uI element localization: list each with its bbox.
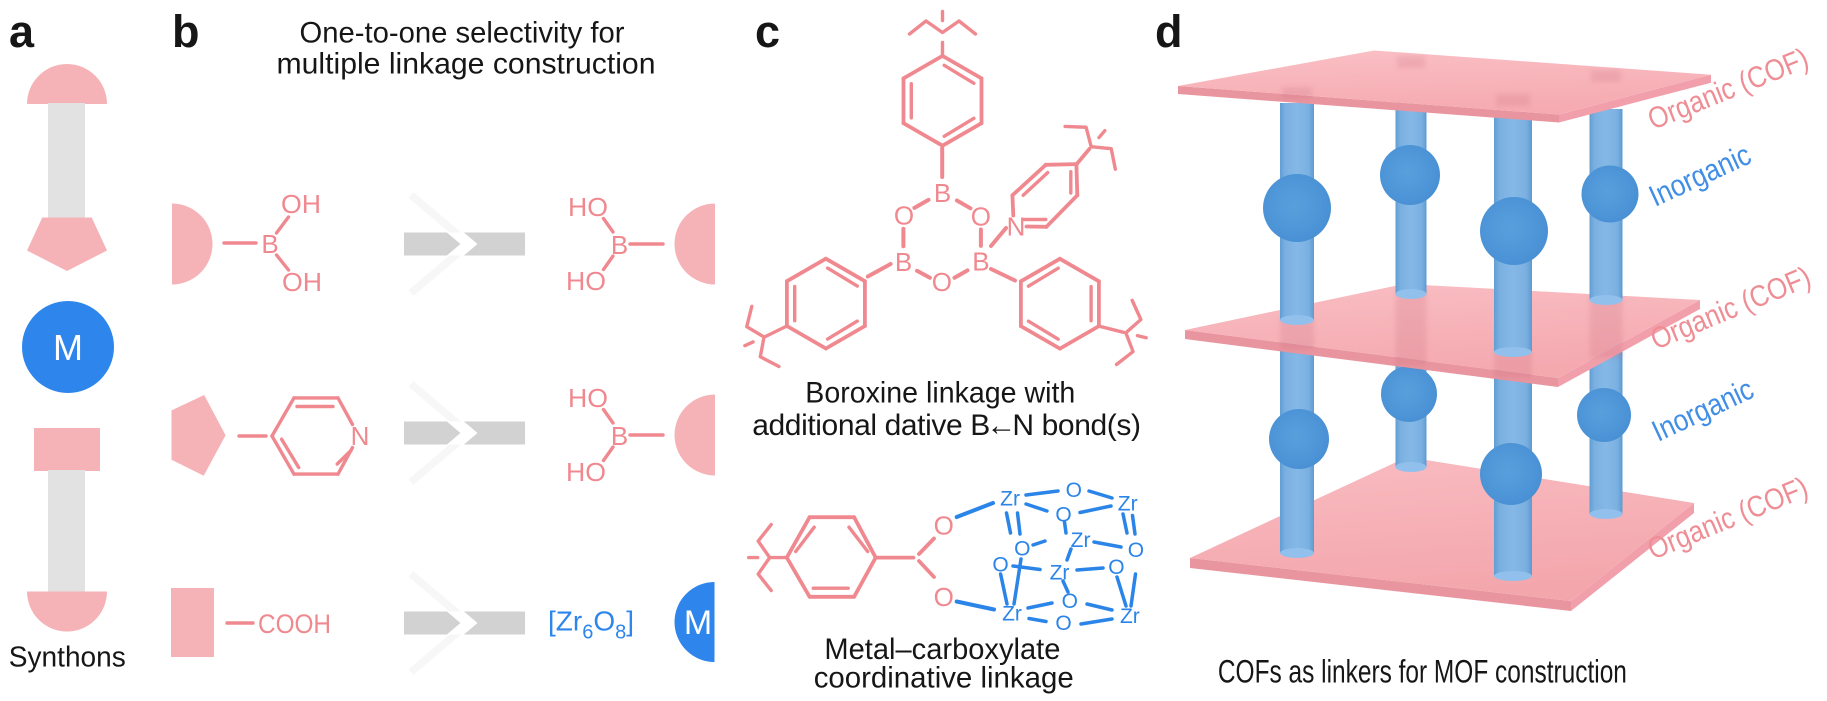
svg-text:O: O xyxy=(992,553,1008,576)
svg-text:HO: HO xyxy=(566,457,606,487)
svg-text:Zr: Zr xyxy=(1071,529,1091,552)
svg-text:O: O xyxy=(1055,504,1071,527)
svg-text:b: b xyxy=(172,6,200,57)
svg-text:B: B xyxy=(611,421,628,451)
svg-text:O: O xyxy=(1055,612,1071,635)
svg-text:Zr: Zr xyxy=(1000,487,1020,510)
svg-text:O: O xyxy=(1014,538,1030,561)
svg-text:Zr: Zr xyxy=(1002,603,1022,626)
svg-text:O: O xyxy=(1128,539,1144,562)
svg-text:additional dative B←N bond(s): additional dative B←N bond(s) xyxy=(752,409,1140,442)
svg-text:OH: OH xyxy=(281,189,321,219)
svg-text:Boroxine linkage with: Boroxine linkage with xyxy=(805,377,1075,410)
svg-text:B: B xyxy=(934,178,951,208)
svg-text:O: O xyxy=(1062,590,1078,613)
svg-text:O: O xyxy=(934,511,954,541)
svg-text:B: B xyxy=(611,230,628,260)
svg-text:M: M xyxy=(684,604,712,642)
svg-text:Zr: Zr xyxy=(1118,492,1138,515)
svg-text:One-to-one selectivity for: One-to-one selectivity for xyxy=(300,17,625,50)
svg-text:HO: HO xyxy=(568,192,608,222)
svg-text:B: B xyxy=(261,229,278,259)
svg-text:COOH: COOH xyxy=(258,609,331,639)
svg-text:HO: HO xyxy=(566,266,606,296)
svg-text:OH: OH xyxy=(282,267,322,297)
svg-text:M: M xyxy=(53,327,83,368)
svg-text:HO: HO xyxy=(568,383,608,413)
svg-text:d: d xyxy=(1155,6,1183,57)
svg-text:Zr: Zr xyxy=(1050,562,1070,585)
svg-text:O: O xyxy=(1066,479,1082,502)
svg-text:Zr: Zr xyxy=(1120,605,1140,628)
svg-text:Metal–carboxylate: Metal–carboxylate xyxy=(824,633,1060,666)
svg-text:a: a xyxy=(9,6,35,57)
svg-text:Synthons: Synthons xyxy=(9,642,126,674)
svg-text:N: N xyxy=(351,421,370,451)
svg-text:O: O xyxy=(1108,556,1124,579)
svg-text:O: O xyxy=(934,582,954,612)
svg-text:coordinative linkage: coordinative linkage xyxy=(814,662,1074,695)
svg-text:COFs as linkers for MOF constr: COFs as linkers for MOF construction xyxy=(1218,653,1627,689)
svg-text:N: N xyxy=(1007,212,1026,242)
svg-text:O: O xyxy=(932,267,952,297)
svg-text:O: O xyxy=(894,201,914,231)
svg-text:multiple linkage construction: multiple linkage construction xyxy=(277,48,656,81)
svg-text:c: c xyxy=(755,6,780,57)
svg-text:O: O xyxy=(971,202,991,232)
svg-text:B: B xyxy=(972,247,989,277)
svg-text:B: B xyxy=(895,247,912,277)
